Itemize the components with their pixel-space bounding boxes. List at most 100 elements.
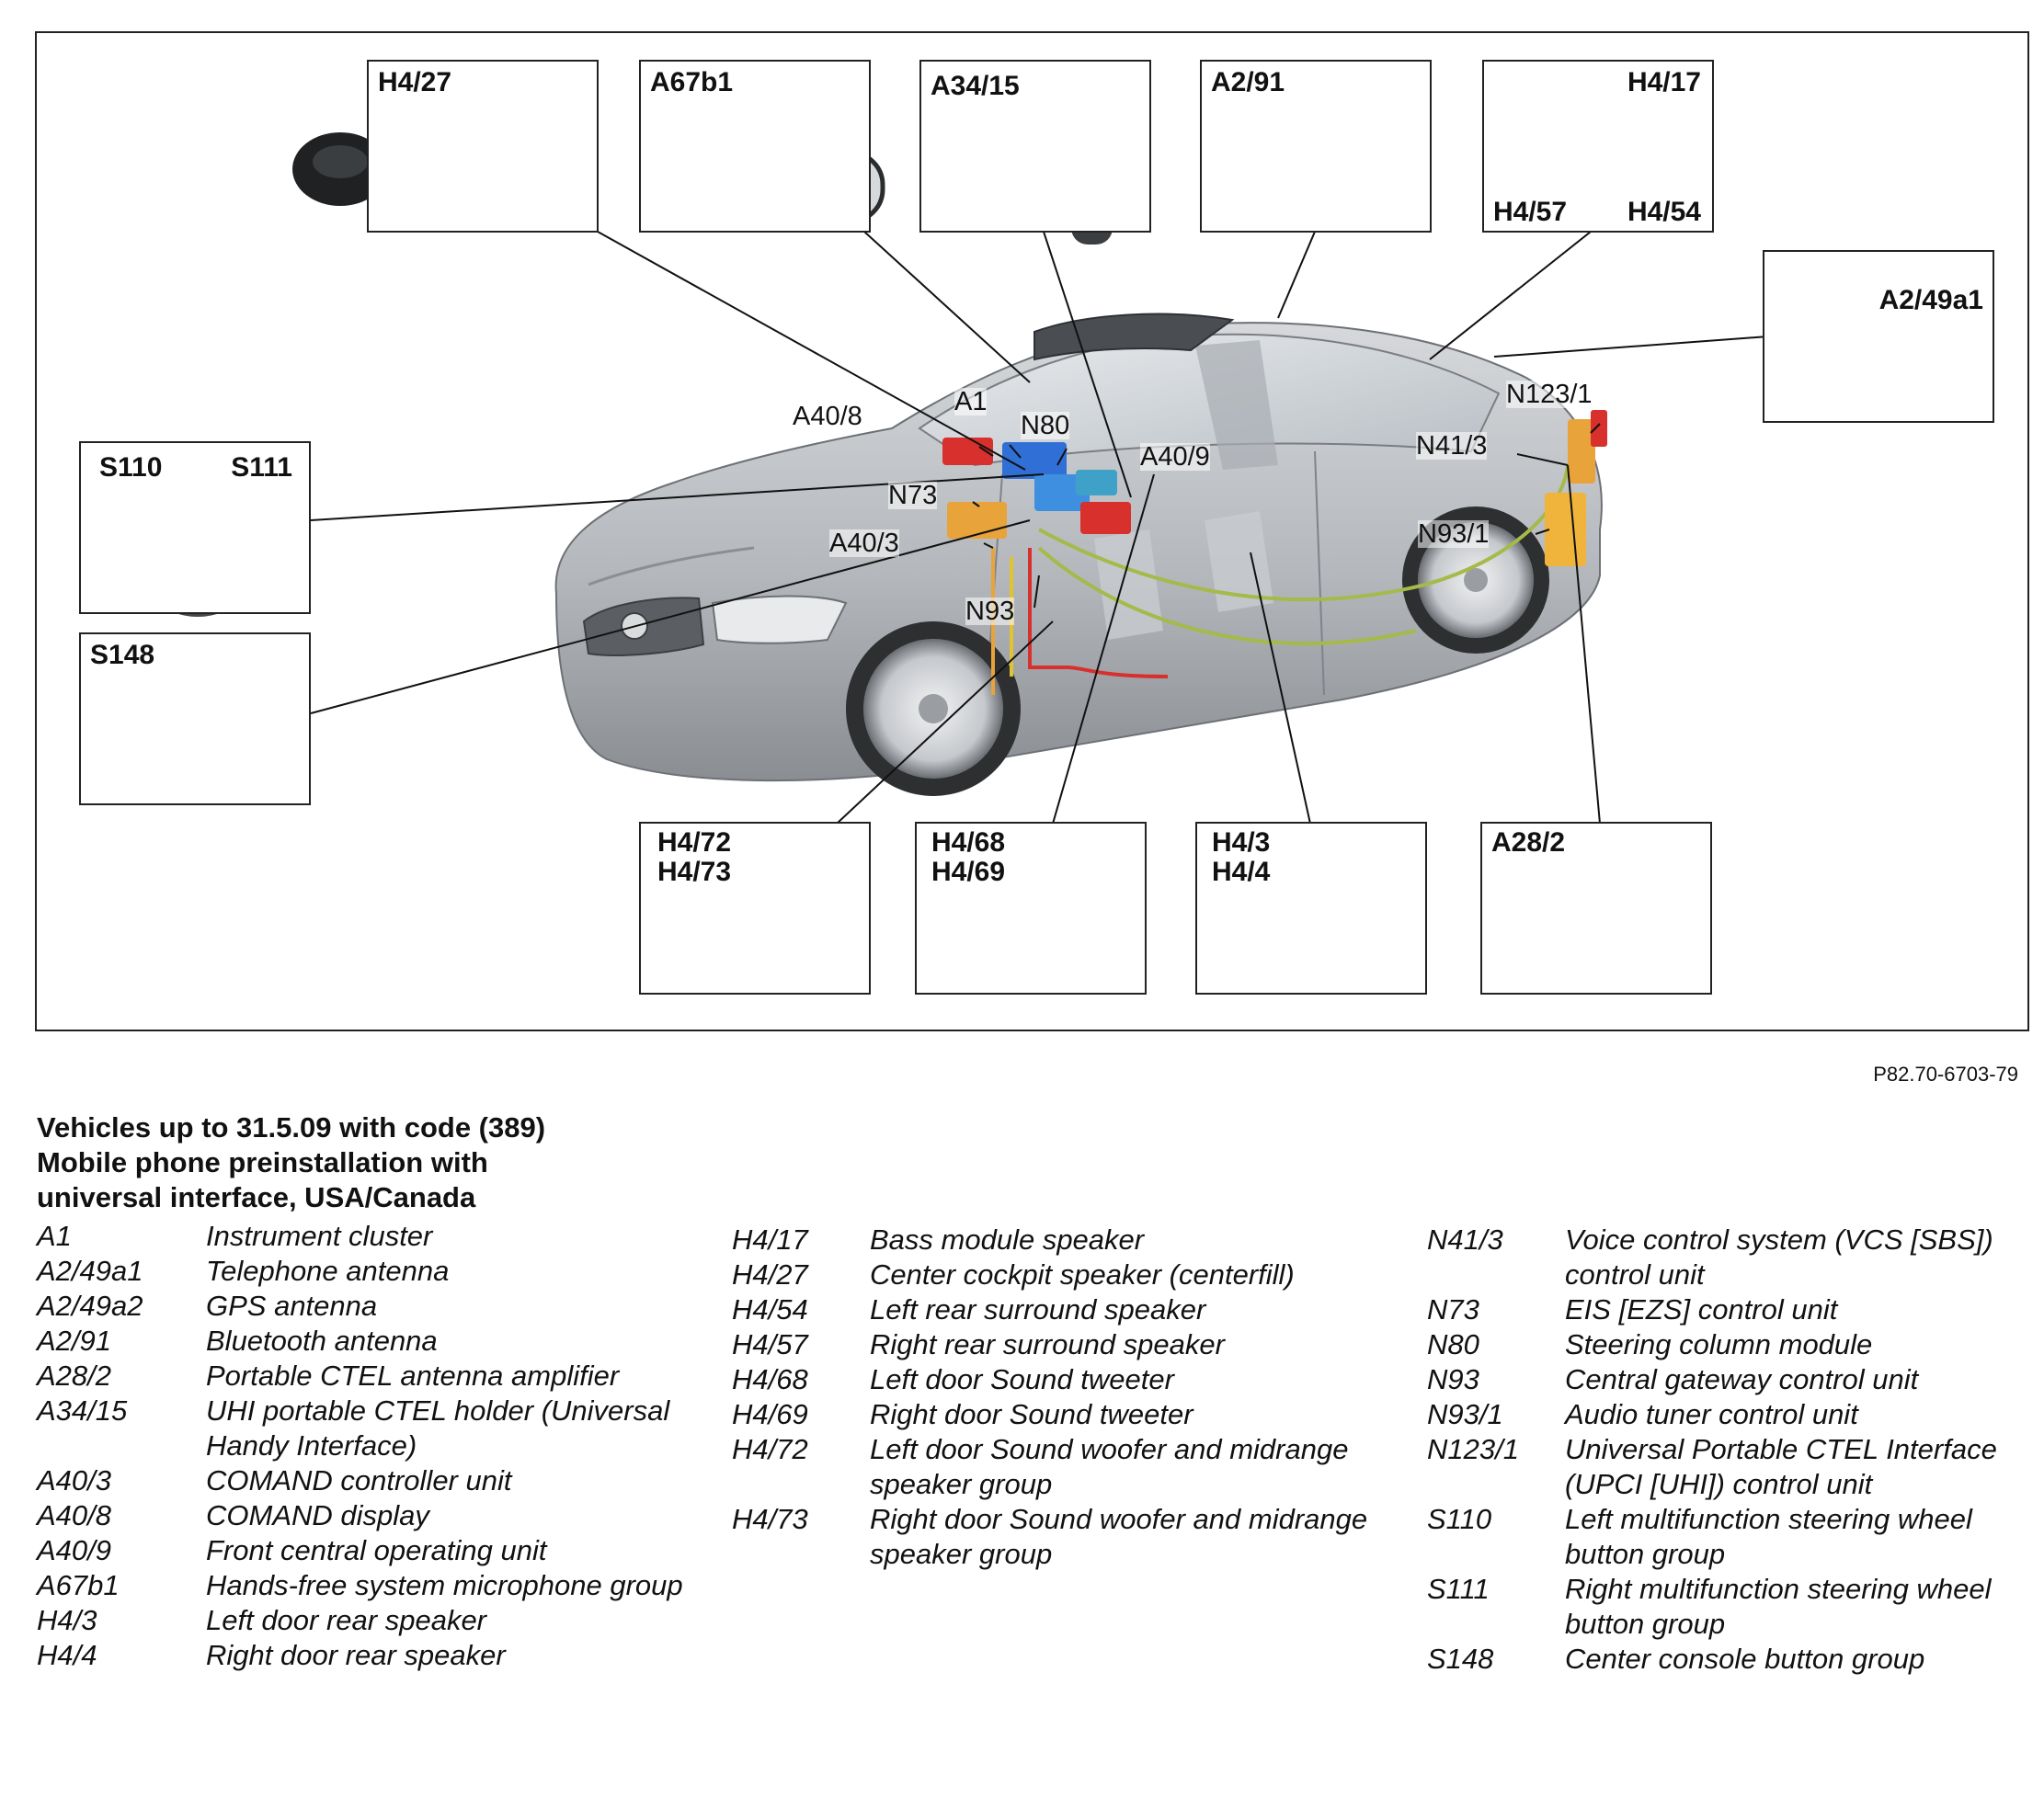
box-label-h4-57: H4/57 (1493, 197, 1568, 227)
callout-n93: N93 (965, 597, 1015, 626)
legend-code: S148 (1427, 1643, 1494, 1675)
legend-description: Left door Sound tweeter (870, 1363, 1174, 1395)
legend-column-3: N41/3 Voice control system (VCS [SBS]) co… (1427, 1223, 2043, 1677)
legend-description: Right multifunction steering wheel butto… (1565, 1573, 1992, 1640)
callout-n73: N73 (888, 481, 938, 510)
h4-27-speaker-illustration (292, 132, 388, 206)
legend-code: A40/9 (37, 1534, 112, 1566)
legend-item: A40/8 COMAND display (37, 1498, 684, 1533)
legend-code: A34/15 (37, 1394, 128, 1427)
box-label-a67b1: A67b1 (650, 67, 734, 97)
box-label-h4-54: H4/54 (1627, 197, 1701, 227)
legend-description: Left door Sound woofer and midrange spea… (870, 1433, 1349, 1500)
legend-description: COMAND display (206, 1499, 429, 1531)
legend-description: Telephone antenna (206, 1255, 450, 1287)
box-label-s111: S111 (231, 452, 292, 483)
callout-n41-3: N41/3 (1416, 431, 1488, 461)
legend-code: H4/72 (732, 1433, 808, 1465)
box-h4-68: H4/68 H4/69 (915, 822, 1147, 995)
legend-code: N41/3 (1427, 1223, 1503, 1256)
box-label-h4-4: H4/4 (1212, 857, 1271, 887)
box-h4-27: H4/27 (367, 60, 599, 233)
legend-item: H4/54 Left rear surround speaker (732, 1292, 1385, 1327)
legend-item: N80 Steering column module (1427, 1327, 2043, 1362)
legend-description: GPS antenna (206, 1290, 378, 1322)
legend-description: Hands-free system microphone group (206, 1569, 683, 1601)
box-label-a34-15: A34/15 (931, 71, 1020, 101)
legend-code: N93 (1427, 1363, 1479, 1395)
legend-code: H4/27 (732, 1258, 808, 1291)
legend-code: S111 (1427, 1573, 1490, 1605)
legend-description: Front central operating unit (206, 1534, 547, 1566)
legend-description: Center cockpit speaker (centerfill) (870, 1258, 1295, 1291)
legend-code: H4/4 (37, 1639, 97, 1671)
box-a34-15: A34/15 (919, 60, 1151, 233)
legend-item: H4/4 Right door rear speaker (37, 1638, 684, 1673)
legend-description: Right door Sound woofer and midrange spe… (870, 1503, 1368, 1570)
legend-code: N73 (1427, 1293, 1479, 1326)
box-label-a28-2: A28/2 (1491, 827, 1566, 858)
callout-n93-1: N93/1 (1418, 519, 1490, 549)
box-h4-3: H4/3 H4/4 (1195, 822, 1427, 995)
callout-a40-8: A40/8 (793, 402, 862, 431)
legend-description: UHI portable CTEL holder (Universal Hand… (206, 1394, 670, 1462)
legend-item: A67b1 Hands-free system microphone group (37, 1568, 684, 1603)
legend-description: Right rear surround speaker (870, 1328, 1225, 1360)
box-a28-2: A28/2 (1480, 822, 1712, 995)
box-label-h4-17: H4/17 (1627, 67, 1701, 97)
car-body (554, 313, 1603, 796)
legend-code: A67b1 (37, 1569, 120, 1601)
legend-item: H4/68 Left door Sound tweeter (732, 1362, 1385, 1397)
legend-description: Left door rear speaker (206, 1604, 487, 1636)
legend-description: Steering column module (1565, 1328, 1873, 1360)
legend-description: Voice control system (VCS [SBS]) control… (1565, 1223, 1993, 1291)
legend-code: H4/73 (732, 1503, 808, 1535)
modules (942, 410, 1607, 566)
legend-code: H4/69 (732, 1398, 808, 1430)
legend-item: A2/49a1 Telephone antenna (37, 1254, 684, 1289)
box-label-h4-68: H4/68 (931, 827, 1006, 858)
box-label-h4-3: H4/3 (1212, 827, 1271, 858)
box-h4-17: H4/17 H4/57 H4/54 (1482, 60, 1714, 233)
box-label-a2-91: A2/91 (1211, 67, 1285, 97)
callout-a40-3: A40/3 (829, 529, 899, 558)
legend-item: N93 Central gateway control unit (1427, 1362, 2043, 1397)
box-label-s148: S148 (90, 640, 155, 670)
legend-description: Instrument cluster (206, 1220, 433, 1252)
legend-code: A2/91 (37, 1325, 112, 1357)
legend-item: H4/27 Center cockpit speaker (centerfill) (732, 1257, 1385, 1292)
legend-code: A40/8 (37, 1499, 112, 1531)
box-label-a2-49a1: A2/49a1 (1878, 285, 1983, 315)
box-h4-72: H4/72 H4/73 (639, 822, 871, 995)
legend-code: A40/3 (37, 1464, 112, 1496)
legend-code: A2/49a2 (37, 1290, 143, 1322)
legend-code: H4/3 (37, 1604, 97, 1636)
legend-code: H4/54 (732, 1293, 808, 1326)
box-label-h4-72: H4/72 (657, 827, 732, 858)
box-label-h4-73: H4/73 (657, 857, 732, 887)
legend-item: A40/9 Front central operating unit (37, 1533, 684, 1568)
legend-code: S110 (1427, 1503, 1492, 1535)
callout-n80: N80 (1021, 411, 1070, 440)
legend-code: A28/2 (37, 1360, 112, 1392)
legend-title-line: universal interface, USA/Canada (37, 1181, 476, 1213)
box-s148: S148 (79, 632, 311, 805)
legend-description: Central gateway control unit (1565, 1363, 1919, 1395)
box-a2-91: A2/91 (1200, 60, 1432, 233)
legend-title: Vehicles up to 31.5.09 with code (389) M… (37, 1110, 680, 1215)
callout-a40-9: A40/9 (1140, 442, 1210, 472)
legend-code: H4/68 (732, 1363, 808, 1395)
legend-description: Left rear surround speaker (870, 1293, 1206, 1326)
legend-description: Right door rear speaker (206, 1639, 506, 1671)
legend-item: H4/72 Left door Sound woofer and midrange… (732, 1432, 1385, 1502)
legend-code: N80 (1427, 1328, 1479, 1360)
legend-code: A2/49a1 (37, 1255, 143, 1287)
legend-code: H4/17 (732, 1223, 808, 1256)
